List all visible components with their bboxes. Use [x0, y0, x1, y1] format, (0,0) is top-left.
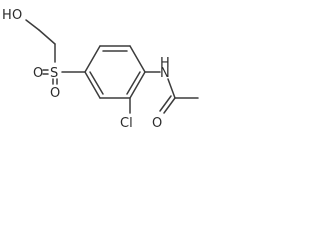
atom-amide-n: N	[160, 66, 170, 81]
atom-carbonyl-o: O	[152, 116, 162, 131]
atom-amide-h: H	[160, 56, 170, 71]
ring-bond-1	[84, 45, 101, 73]
bond-c-o-a	[163, 97, 176, 114]
atom-sulfonyl-o-upper: O	[33, 66, 43, 81]
bond-n-c	[167, 78, 176, 99]
atom-chlorine: Cl	[120, 116, 133, 131]
bond-ch2-ch2	[38, 29, 56, 45]
atom-hydroxyl-o: O	[12, 8, 22, 23]
ring-double-3	[89, 71, 104, 95]
ring-double-2	[126, 71, 141, 95]
atom-hydroxyl-h: H	[2, 8, 12, 23]
atom-sulfonyl-o-lower: O	[50, 86, 60, 101]
ring-bond-3	[129, 45, 146, 73]
atom-sulfur: S	[50, 66, 58, 81]
structure-diagram: H O S O O N H O Cl	[2, 8, 199, 131]
ring-bond-6	[84, 71, 101, 99]
bond-c-o-b	[159, 95, 172, 112]
ring-bond-4	[129, 71, 146, 99]
bond-ho-ch2	[25, 19, 40, 31]
